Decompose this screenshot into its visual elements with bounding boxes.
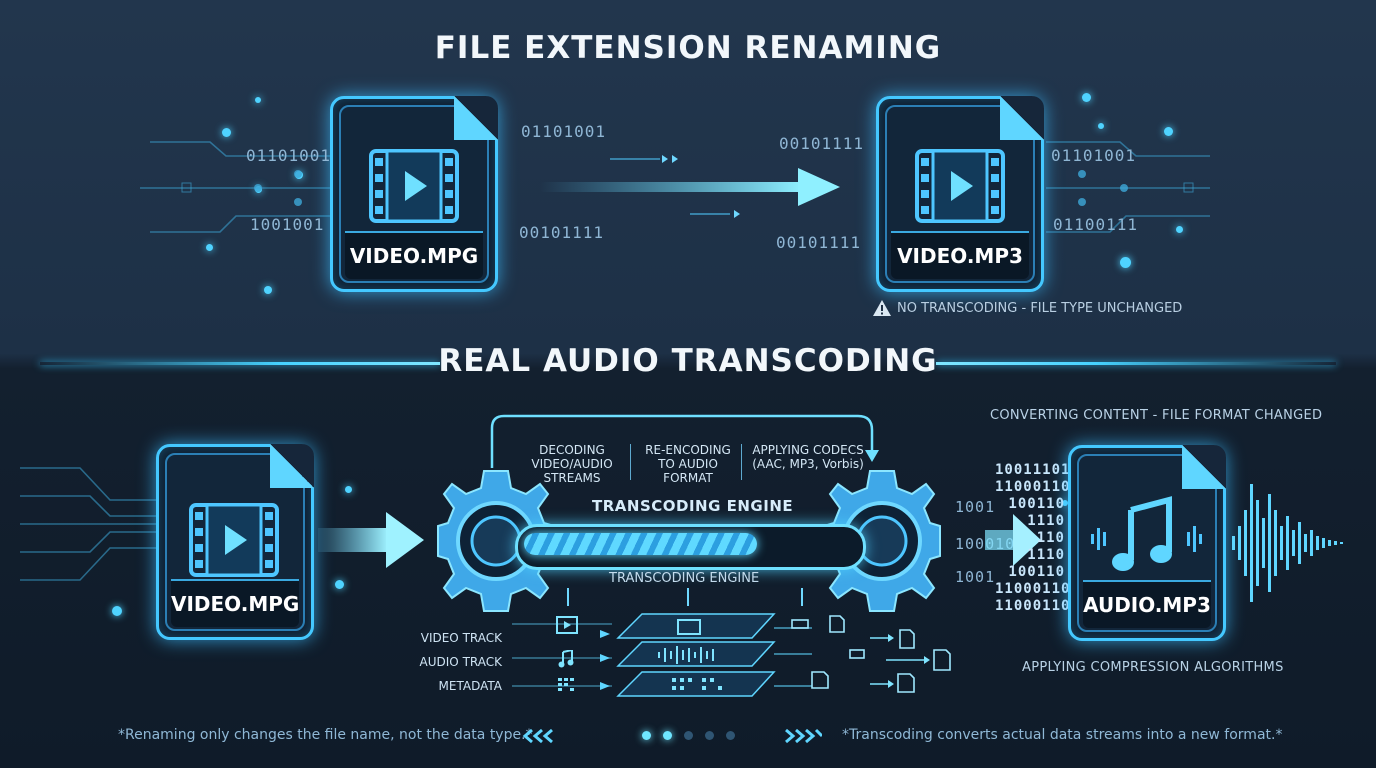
binary-text: 01101001 <box>521 122 607 141</box>
target-file-card: VIDEO.MP3 <box>876 96 1044 292</box>
target-file-name: VIDEO.MP3 <box>891 231 1029 279</box>
pager-dot[interactable] <box>684 731 693 740</box>
glow-dot <box>255 97 261 103</box>
track-label-metadata: METADATA <box>438 679 502 693</box>
glow-dot <box>1176 226 1183 233</box>
progress-fill <box>524 533 757 555</box>
engine-title: TRANSCODING ENGINE <box>592 497 794 515</box>
warning-triangle-icon <box>873 300 891 316</box>
binary-text: 1001 <box>955 498 996 516</box>
step-decoding: DECODING VIDEO/AUDIO STREAMS <box>531 443 613 485</box>
sound-wave-icon <box>1232 484 1343 602</box>
binary-column: 10011101 11000110 100110 1110 110 1110 1… <box>995 462 1071 614</box>
chevrons-right-icon <box>785 728 822 744</box>
glow-dot <box>264 286 272 294</box>
source-file-name: VIDEO.MPG <box>345 231 483 279</box>
pager-dot[interactable] <box>642 731 651 740</box>
binary-text: 01101001 <box>246 146 332 165</box>
engine-connectors <box>567 588 803 606</box>
glow-dot <box>222 128 231 137</box>
process-loop-arrow <box>490 414 879 468</box>
audio-file-name: AUDIO.MP3 <box>1083 580 1211 628</box>
glow-dot <box>1082 93 1091 102</box>
compression-note: APPLYING COMPRESSION ALGORITHMS <box>1022 660 1284 675</box>
video-film-icon <box>915 149 1005 223</box>
binary-text: 1001001 <box>250 215 325 234</box>
input-arrow <box>318 512 424 568</box>
binary-text: 01101001 <box>1051 146 1137 165</box>
footer-right-note: *Transcoding converts actual data stream… <box>842 727 1283 743</box>
pager-dot[interactable] <box>705 731 714 740</box>
glow-dot <box>112 606 122 616</box>
glow-dot <box>206 244 213 251</box>
track-label-audio: AUDIO TRACK <box>419 655 502 669</box>
output-arrow <box>985 514 1041 566</box>
step-codecs: APPLYING CODECS (AAC, MP3, Vorbis) <box>752 443 864 471</box>
music-note-icon <box>1091 496 1202 571</box>
video-film-icon <box>369 149 459 223</box>
chevrons-left-icon <box>522 728 553 744</box>
glow-dot <box>1098 123 1104 129</box>
video-film-icon <box>189 503 279 577</box>
glow-dot <box>335 580 344 589</box>
top-section-title: FILE EXTENSION RENAMING <box>434 30 942 66</box>
warning-note: NO TRANSCODING - FILE TYPE UNCHANGED <box>897 301 1183 316</box>
gear-icon <box>823 470 941 612</box>
step-separator <box>630 444 631 480</box>
step-re-encoding: RE-ENCODING TO AUDIO FORMAT <box>645 443 731 485</box>
video-track-icon <box>556 616 578 634</box>
binary-text: 00101111 <box>519 223 605 242</box>
source-file-card: VIDEO.MPG <box>330 96 498 292</box>
engine-subtitle: TRANSCODING ENGINE <box>609 571 760 586</box>
glow-dot <box>1062 500 1068 506</box>
pager-dot[interactable] <box>663 731 672 740</box>
glow-dot <box>345 486 352 493</box>
stream-layers <box>512 613 812 697</box>
metadata-grid-icon <box>558 678 574 691</box>
gear-icon <box>437 470 555 612</box>
binary-text: 1001 <box>955 568 996 586</box>
pager-dots <box>642 730 742 742</box>
glow-dot <box>1164 127 1173 136</box>
footer-left-note: *Renaming only changes the file name, no… <box>118 727 533 743</box>
binary-text: 00101111 <box>779 134 865 153</box>
transcoding-progress-bar <box>515 524 866 570</box>
binary-text: 01100111 <box>1053 215 1139 234</box>
rename-arrow <box>540 155 840 218</box>
bottom-section-title: REAL AUDIO TRANSCODING <box>438 343 938 379</box>
music-note-icon <box>558 650 574 668</box>
audio-file-card: AUDIO.MP3 <box>1068 445 1226 641</box>
converting-note: CONVERTING CONTENT - FILE FORMAT CHANGED <box>990 408 1323 423</box>
source-video-card: VIDEO.MPG <box>156 444 314 640</box>
section-divider-left <box>40 362 440 365</box>
glow-dot <box>1120 257 1131 268</box>
pager-dot[interactable] <box>726 731 735 740</box>
step-separator <box>741 444 742 480</box>
binary-text: 00101111 <box>776 233 862 252</box>
source-video-name: VIDEO.MPG <box>171 579 299 627</box>
track-label-video: VIDEO TRACK <box>420 631 502 645</box>
output-document-icons <box>791 615 951 693</box>
